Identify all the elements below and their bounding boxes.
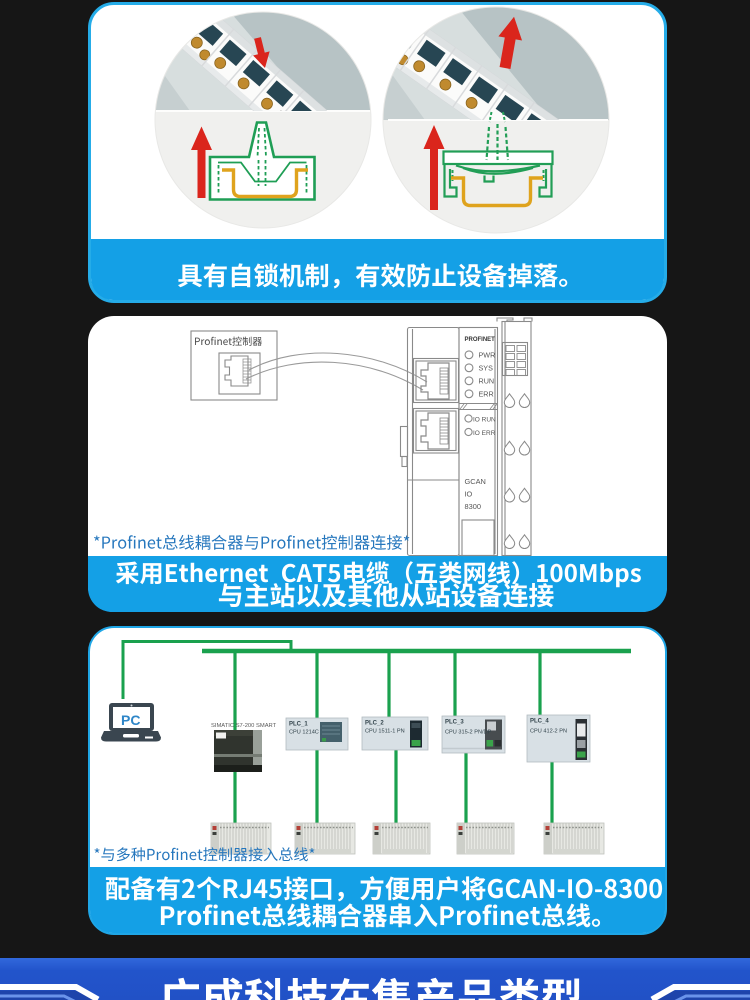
svg-text:CPU 1214C: CPU 1214C	[289, 730, 319, 736]
svg-text:PLC_4: PLC_4	[530, 719, 549, 725]
svg-text:IO RUN: IO RUN	[473, 416, 496, 423]
svg-text:PLC_1: PLC_1	[289, 722, 308, 728]
svg-text:IO ERR: IO ERR	[473, 430, 496, 437]
svg-text:PLC_2: PLC_2	[365, 721, 384, 727]
svg-text:CPU 1511-1 PN: CPU 1511-1 PN	[365, 729, 405, 735]
svg-text:PROFINET: PROFINET	[465, 337, 496, 343]
svg-text:IO: IO	[465, 490, 473, 499]
svg-text:CPU 315-2 PN/DP: CPU 315-2 PN/DP	[445, 730, 492, 736]
svg-text:8300: 8300	[465, 502, 481, 511]
svg-text:PWR: PWR	[479, 351, 496, 360]
svg-text:PLC_3: PLC_3	[445, 720, 464, 726]
svg-text:RUN: RUN	[479, 377, 495, 386]
svg-text:PC: PC	[121, 712, 140, 728]
svg-text:GCAN: GCAN	[465, 477, 486, 486]
svg-text:SYS: SYS	[479, 364, 494, 373]
svg-text:CPU 412-2 PN: CPU 412-2 PN	[530, 729, 567, 735]
svg-text:ERR: ERR	[479, 390, 494, 399]
svg-text:SIMATIC S7-200 SMART: SIMATIC S7-200 SMART	[211, 723, 277, 729]
